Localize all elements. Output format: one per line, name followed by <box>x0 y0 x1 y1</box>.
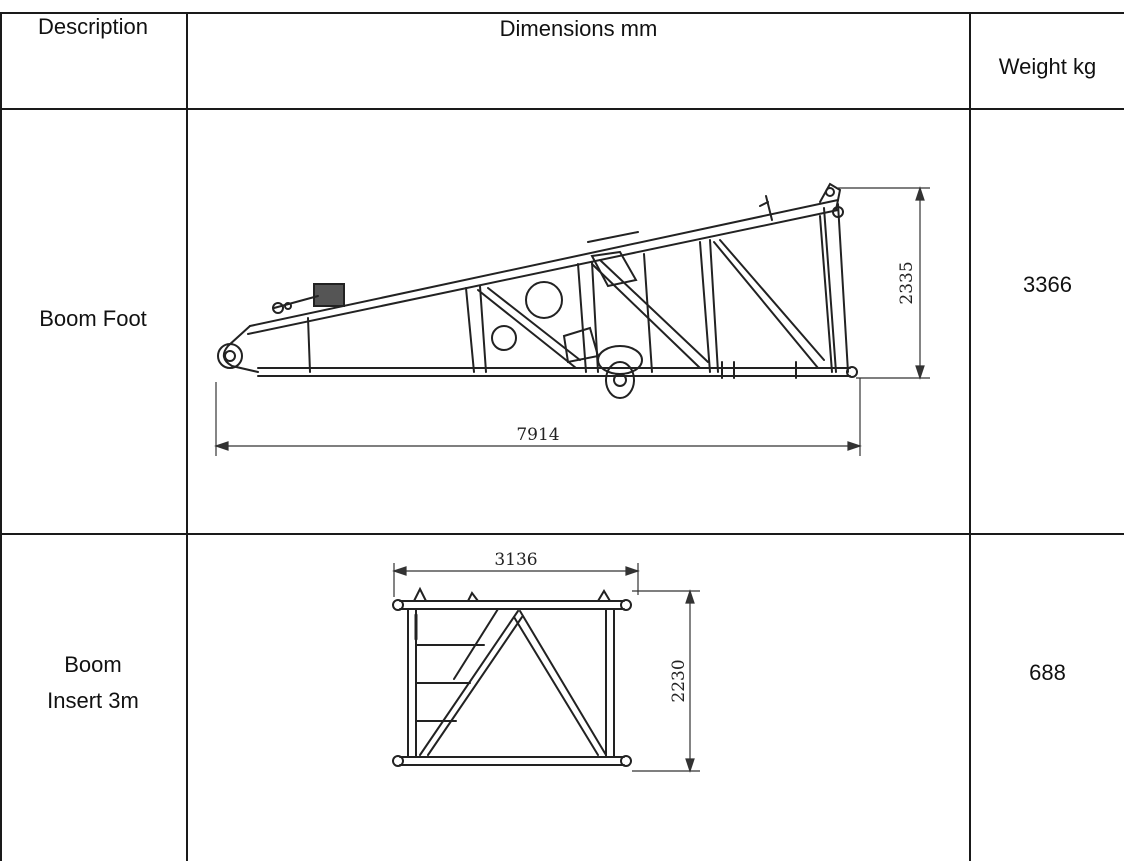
boom-insert-height-dimension: 2230 <box>669 659 689 702</box>
column-divider-2 <box>969 12 971 861</box>
row-boom-foot-description: Boom Foot <box>39 306 147 331</box>
row-boom-insert-weight: 688 <box>1029 660 1066 685</box>
header-weight: Weight kg <box>998 54 1097 79</box>
row-divider <box>0 533 1124 535</box>
header-description: Description <box>37 14 149 39</box>
header-dimensions: Dimensions mm <box>499 16 658 41</box>
row-boom-insert-description-line2: Insert 3m <box>47 688 139 713</box>
column-divider-1 <box>186 12 188 861</box>
table-left-border <box>0 12 2 861</box>
boom-foot-drawing: 7914 2335 <box>214 182 930 456</box>
boom-foot-height-dimension: 2335 <box>897 261 917 304</box>
boom-foot-length-dimension: 7914 <box>516 425 559 445</box>
header-row-divider <box>0 108 1124 110</box>
boom-insert-drawing: 3136 2230 <box>392 550 700 773</box>
row-boom-insert-description-line1: Boom <box>64 652 122 677</box>
row-boom-foot-weight: 3366 <box>1023 272 1072 297</box>
boom-insert-length-dimension: 3136 <box>494 550 537 570</box>
table-top-border <box>0 12 1124 14</box>
